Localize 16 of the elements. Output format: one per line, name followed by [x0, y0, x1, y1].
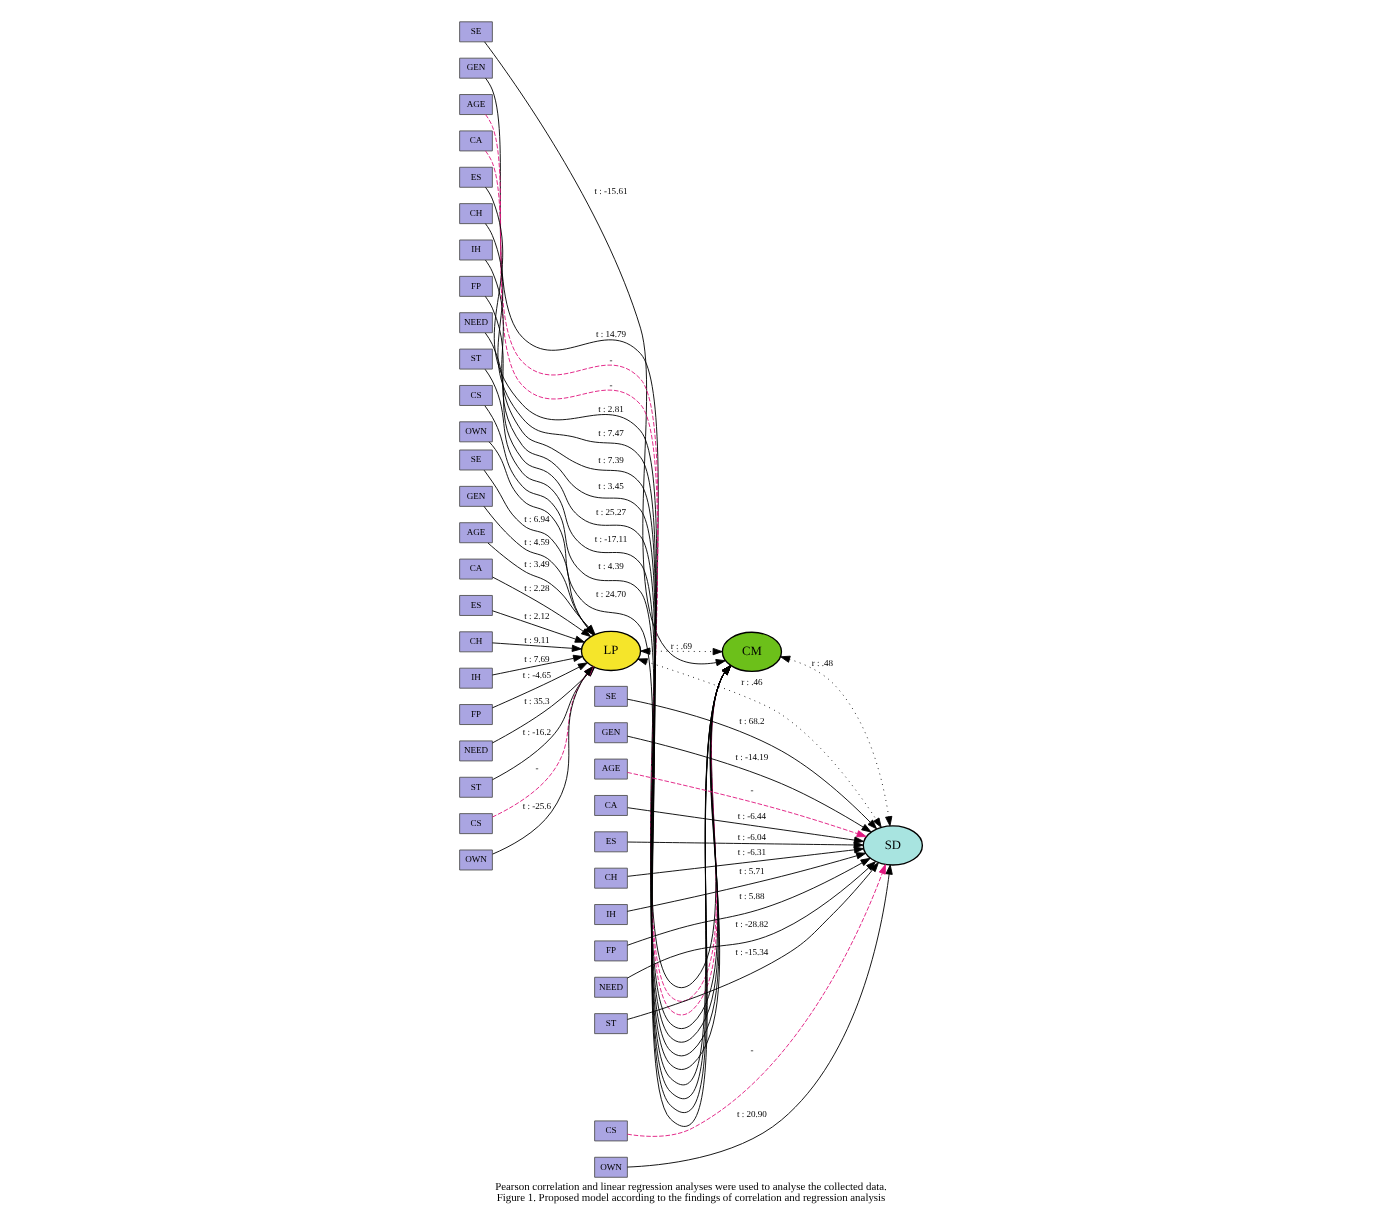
arrow	[626, 852, 867, 912]
arrow	[637, 658, 882, 828]
arrow	[484, 41, 726, 667]
arrow	[627, 846, 864, 877]
arrow	[492, 654, 584, 676]
arrow	[627, 807, 864, 844]
arrow	[780, 655, 893, 827]
arrow	[627, 772, 867, 838]
arrow	[627, 841, 864, 849]
arrow	[627, 698, 878, 830]
arrow	[491, 662, 588, 709]
arrow	[492, 642, 582, 652]
arrow	[492, 576, 592, 637]
arrow	[492, 610, 585, 643]
arrow	[627, 735, 872, 833]
arrow	[627, 857, 871, 946]
